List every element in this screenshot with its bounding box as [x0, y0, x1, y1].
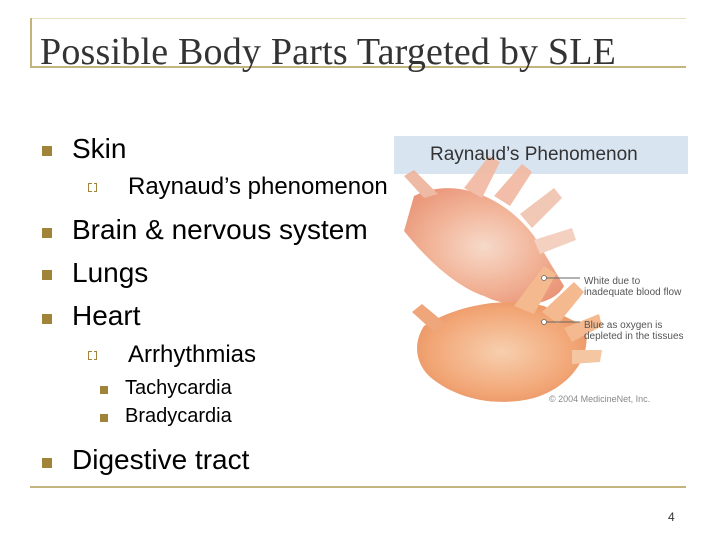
- bullet-bradycardia: Bradycardia: [125, 405, 232, 427]
- title-left-rule: [30, 18, 32, 68]
- label-white-line2: inadequate blood flow: [584, 287, 682, 298]
- label-blue-line2: depleted in the tissues: [584, 331, 684, 342]
- bullet-arrhythmias: Arrhythmias: [128, 341, 257, 368]
- bullet-marker-icon: [42, 270, 52, 280]
- pointer-dot-blue: [541, 319, 547, 325]
- footer-rule: [30, 486, 686, 488]
- bullet-marker-icon: [42, 458, 52, 468]
- bullet-brain: Brain & nervous system: [72, 214, 368, 245]
- label-blue-line1: Blue as oxygen is: [584, 320, 663, 331]
- bullet-marker-icon: [42, 146, 52, 156]
- bullet-skin: Skin: [72, 133, 127, 164]
- figure-copyright: © 2004 MedicineNet, Inc.: [549, 394, 651, 404]
- pointer-dot-white: [541, 275, 547, 281]
- bullet-marker-icon: [42, 314, 52, 324]
- bullet-marker-icon: [42, 228, 52, 238]
- bullet-heart: Heart: [72, 300, 141, 331]
- hands-illustration: [404, 156, 602, 402]
- upper-hand: [404, 156, 576, 305]
- title-underline: [30, 66, 686, 68]
- hollow-square-bullet-icon: [88, 351, 97, 360]
- bullet-marker-icon: [100, 386, 108, 394]
- figure-header: [394, 136, 688, 174]
- title-top-rule: [30, 18, 686, 19]
- bullet-lungs: Lungs: [72, 257, 149, 288]
- bullet-raynauds: Raynaud’s phenomenon: [128, 173, 388, 200]
- bullet-marker-icon: [100, 414, 108, 422]
- page-number: 4: [668, 510, 675, 524]
- raynauds-figure: Raynaud’s Phenomenon White due to inadeq…: [394, 136, 688, 418]
- bullet-digestive: Digestive tract: [72, 444, 250, 475]
- label-white-line1: White due to: [584, 276, 641, 287]
- hollow-square-bullet-icon: [88, 183, 97, 192]
- figure-title: Raynaud’s Phenomenon: [430, 144, 638, 165]
- slide-title: Possible Body Parts Targeted by SLE: [40, 31, 617, 73]
- bullet-tachycardia: Tachycardia: [125, 377, 232, 399]
